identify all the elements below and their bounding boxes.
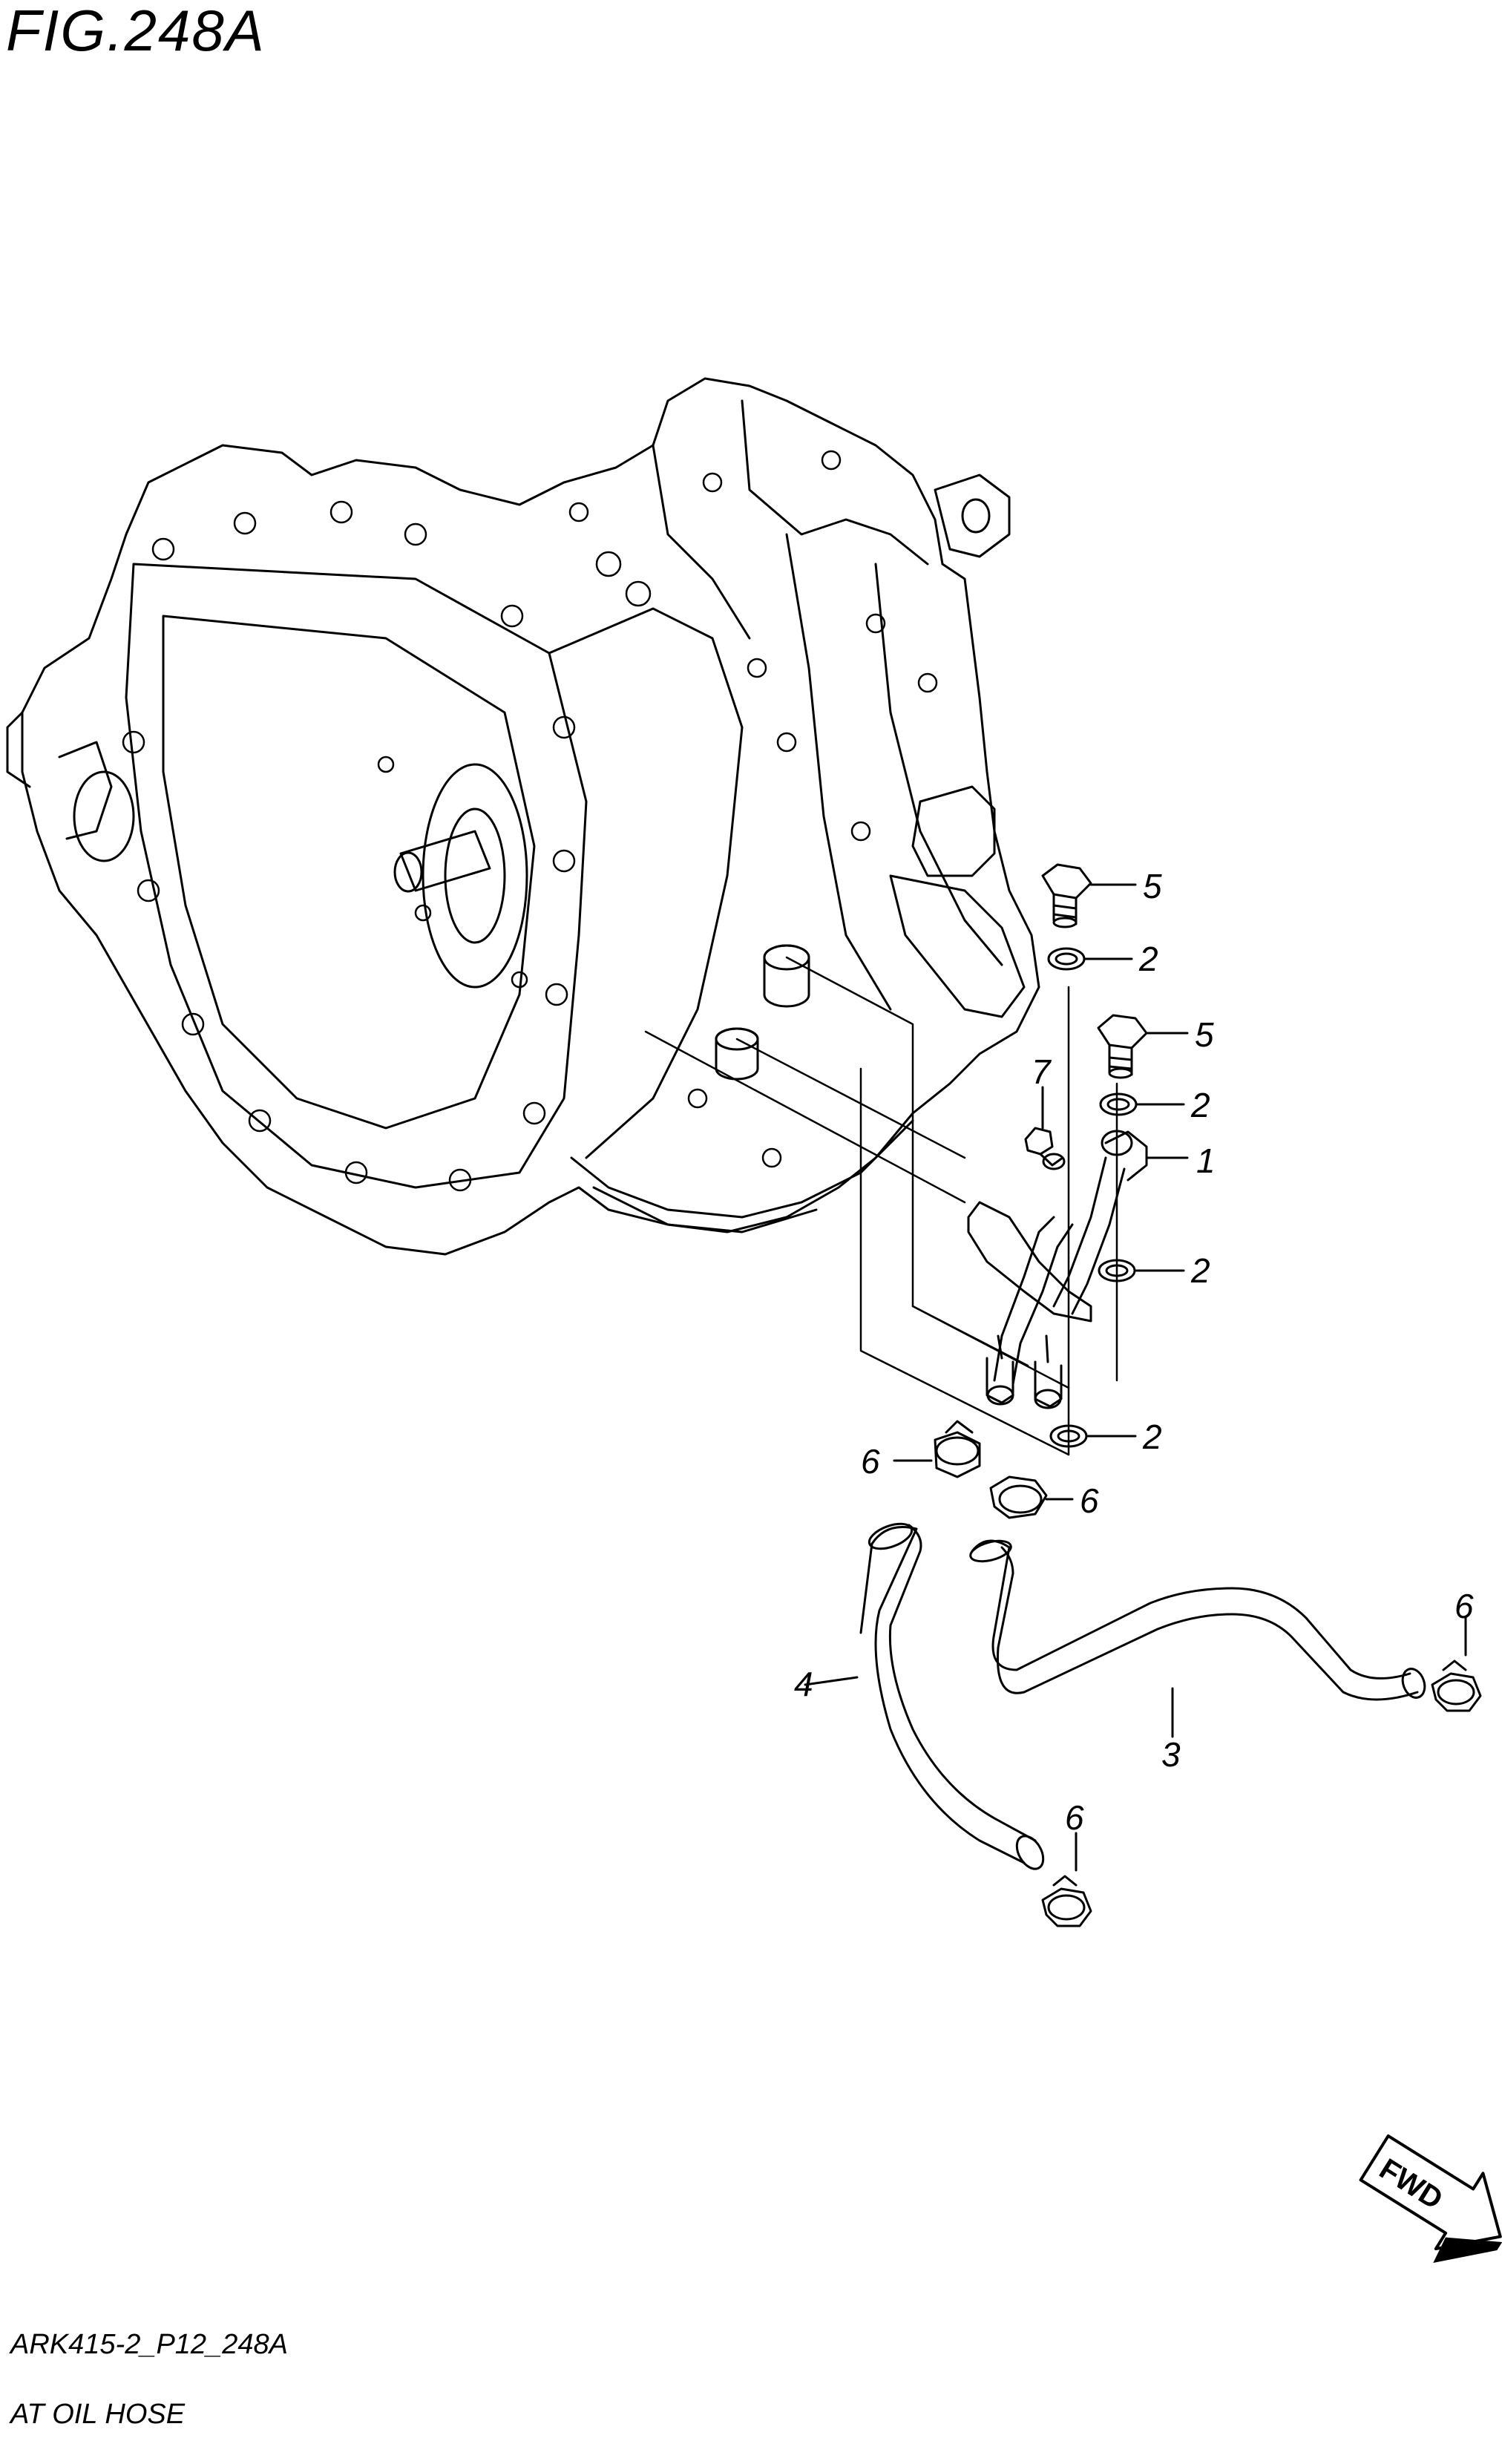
diagram-code: ARK415-2_P12_248A — [10, 2329, 288, 2360]
callout-2-c: 2 — [1190, 1251, 1210, 1290]
callout-6-a: 6 — [861, 1442, 880, 1481]
callout-1: 1 — [1196, 1141, 1216, 1180]
callout-5-upper: 5 — [1143, 867, 1162, 905]
bolt-5-upper — [1041, 863, 1137, 928]
washer-2-b — [1099, 1092, 1185, 1116]
diagram-caption: AT OIL HOSE — [10, 2399, 186, 2430]
hose-4 — [804, 1522, 1045, 1870]
assembly-leader-lines — [644, 956, 1118, 1456]
washer-2-c — [1098, 1259, 1185, 1282]
transmission-housing — [6, 377, 1040, 1256]
callout-7: 7 — [1032, 1052, 1052, 1091]
callout-4: 4 — [794, 1665, 813, 1703]
callout-2-a: 2 — [1138, 940, 1158, 978]
oil-pipe-1 — [967, 1130, 1189, 1409]
callout-6-c: 6 — [1455, 1587, 1474, 1625]
callout-5-lower: 5 — [1195, 1015, 1214, 1054]
callout-6-b: 6 — [1080, 1481, 1099, 1520]
washer-2-a — [1047, 947, 1133, 971]
callout-2-d: 2 — [1142, 1418, 1162, 1456]
bolt-7 — [1024, 1086, 1066, 1170]
callout-3: 3 — [1161, 1735, 1181, 1774]
hose-clamp-6-d — [1041, 1832, 1092, 1927]
bolt-5-lower — [1097, 1014, 1189, 1079]
fwd-arrow-icon: FWD — [1359, 2134, 1502, 2264]
figure-title: FIG.248A — [6, 0, 266, 63]
hose-clamp-6-a — [893, 1420, 981, 1478]
washer-2-d — [1049, 1424, 1137, 1448]
hose-3 — [969, 1539, 1426, 1738]
hose-clamp-6-b — [989, 1475, 1074, 1519]
hose-clamp-6-c — [1431, 1616, 1482, 1712]
callout-2-b: 2 — [1190, 1086, 1210, 1124]
callout-6-d: 6 — [1065, 1798, 1084, 1837]
